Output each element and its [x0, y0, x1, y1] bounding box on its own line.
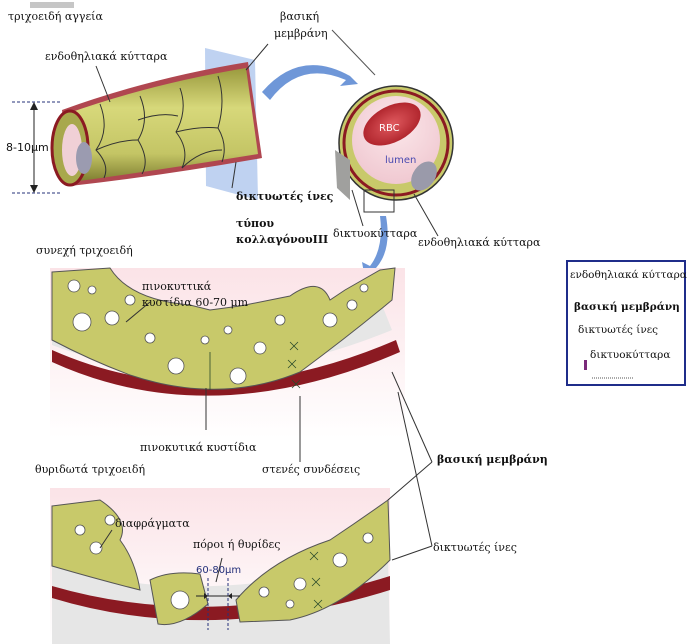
top-tab-mark [30, 2, 74, 8]
fenestrated-junctions [309, 551, 323, 609]
label-pinocytotic-1: πινοκυττικά [142, 280, 212, 293]
label-basement-top-1: βασική [280, 10, 319, 23]
pore-marker [196, 578, 240, 630]
top-left-caption: τριχοειδή αγγεία [8, 10, 103, 23]
legend-item-reticular-cells: δικτυοκύτταρα [590, 349, 670, 361]
label-endothelial-cross: ενδοθηλιακά κύτταρα [418, 236, 541, 249]
fenestrated-vesicles [74, 514, 374, 610]
cross-section [331, 29, 454, 237]
continuous-vesicles [67, 279, 369, 385]
label-diaphragms: διαφράγματα [115, 517, 190, 530]
leader-reticular-cells [351, 189, 364, 227]
leader-pinocytotic [125, 301, 151, 323]
leader-membrane [245, 43, 269, 71]
label-fenestrated: θυριδωτά τριχοειδή [35, 463, 145, 476]
leader-diaphragm [99, 529, 113, 549]
tube-nucleus [76, 142, 92, 174]
label-basement-right: βασική μεμβράνη [437, 453, 548, 466]
continuous-detail [50, 267, 405, 462]
label-pinocytotic-bottom: πινοκυτικά κυστίδια [140, 441, 257, 454]
label-lumen: lumen [385, 155, 416, 166]
arrow-to-detail [362, 216, 388, 284]
continuous-endothelium [51, 267, 396, 390]
label-endothelial-top: ενδοθηλιακά κύτταρα [45, 50, 168, 63]
arrow-to-section [262, 65, 358, 100]
legend-item-endothelial: ενδοθηλιακά κύτταρα [570, 269, 687, 281]
rbc-cell [363, 102, 421, 146]
leader-pores [215, 557, 223, 583]
label-reticular-cells: δικτυοκύτταρα [333, 227, 418, 240]
section-line [331, 29, 376, 76]
cell-borders [95, 75, 225, 179]
legend-item-membrane: βασική μεμβράνη [574, 300, 680, 313]
continuous-membrane [52, 340, 400, 396]
legend-box: ενδοθηλιακά κύτταρα βασική μεμβράνη δικτ… [566, 260, 687, 386]
label-pinocytotic-2: κυστίδια 60-70 μm [142, 296, 249, 309]
legend-item-fibers: δικτυωτές ίνες [578, 323, 658, 336]
diameter-marker [12, 101, 60, 194]
label-basement-top-2: μεμβράνη [274, 27, 328, 40]
capillary-tube [12, 43, 269, 200]
reticular-cell-shape [335, 150, 350, 200]
right-leaders [387, 371, 433, 561]
fenestrated-cell-right [235, 499, 391, 623]
label-rbc: RBC [379, 123, 400, 134]
label-diameter: 8-10μm [6, 141, 49, 154]
label-reticular-1: δικτυωτές ίνες [236, 190, 334, 203]
leader-reticular [231, 161, 237, 189]
label-pore-size: 60-80μm [196, 565, 241, 576]
legend-reticular-cell-icon [584, 360, 587, 370]
continuous-junctions [209, 341, 301, 390]
section-nucleus [411, 161, 437, 191]
zoom-box [363, 189, 395, 213]
tube-body [66, 68, 258, 182]
label-continuous: συνεχή τριχοειδή [36, 244, 133, 257]
section-membrane [342, 89, 450, 197]
leader-endothelial [95, 65, 111, 103]
label-tight-junctions: στενές συνδέσεις [262, 463, 360, 476]
label-reticular-2: τύπου [236, 217, 274, 230]
label-reticular-bottom: δικτυωτές ίνες [433, 541, 517, 554]
label-reticular-3: κολλαγόνουIII [236, 233, 328, 246]
fenestrated-detail [50, 488, 391, 644]
label-pores: πόροι ή θυρίδες [193, 538, 280, 551]
leader-endothelial-cross [413, 193, 439, 237]
